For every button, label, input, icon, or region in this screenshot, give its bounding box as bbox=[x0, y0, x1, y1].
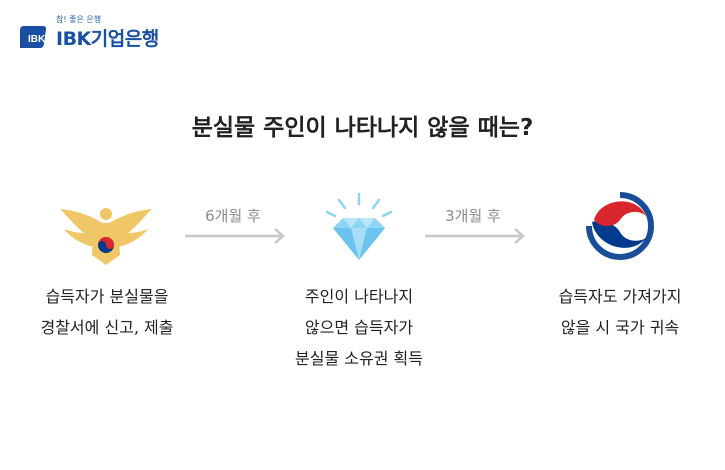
arrow-right-icon bbox=[185, 228, 285, 244]
step-description-1: 습득자가 분실물을 경찰서에 신고, 제출 bbox=[0, 281, 217, 343]
arrow-right-icon bbox=[425, 228, 525, 244]
ibk-logo-icon: IBK bbox=[20, 26, 47, 48]
brand-tagline: 참! 좋은 은행 bbox=[56, 15, 102, 24]
arrow-label: 6개월 후 bbox=[205, 207, 261, 225]
arrow-label: 3개월 후 bbox=[445, 207, 501, 225]
page-title: 분실물 주인이 나타나지 않을 때는? bbox=[191, 115, 534, 141]
diamond-icon bbox=[325, 192, 393, 260]
step-line: 습득자도 가져가지 bbox=[558, 287, 682, 306]
step-description-3: 습득자도 가져가지 않을 시 국가 귀속 bbox=[510, 281, 725, 343]
taegeuk-emblem-icon bbox=[586, 192, 654, 260]
svg-text:IBK: IBK bbox=[28, 34, 46, 45]
step-description-2: 주인이 나타나지 않으면 습득자가 분실물 소유권 획득 bbox=[249, 281, 469, 374]
brand-name: IBK기업은행 bbox=[56, 28, 159, 50]
step-line: 경찰서에 신고, 제출 bbox=[40, 318, 174, 337]
police-emblem-icon bbox=[60, 208, 152, 265]
step-line: 분실물 소유권 획득 bbox=[295, 349, 423, 368]
step-line: 않을 시 국가 귀속 bbox=[560, 318, 680, 337]
step-line: 주인이 나타나지 bbox=[304, 287, 414, 306]
step-line: 않으면 습득자가 bbox=[304, 318, 414, 337]
step-line: 습득자가 분실물을 bbox=[45, 287, 169, 306]
